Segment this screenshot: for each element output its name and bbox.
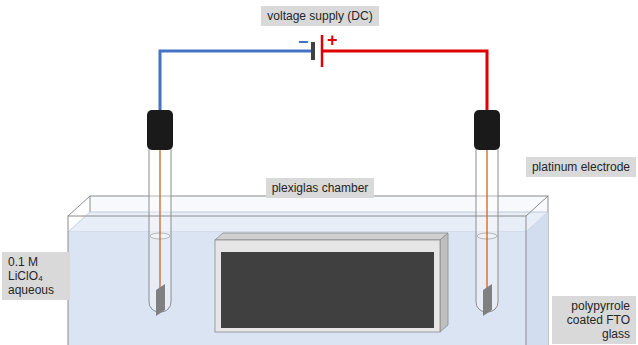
sample-label-box: polypyrrole coated FTO glass: [552, 296, 636, 344]
label-text: polypyrrole coated FTO glass: [558, 299, 630, 341]
negative-wire: [160, 51, 312, 110]
label-text: 0.1 M LiClO₄ aqueous: [8, 255, 64, 297]
chamber-label-box: plexiglas chamber: [266, 178, 375, 198]
label-text: voltage supply (DC): [267, 9, 372, 23]
left-electrode: [147, 110, 173, 316]
minus-sign: −: [298, 33, 309, 51]
electrode-label-box: platinum electrode: [526, 157, 636, 177]
label-text: plexiglas chamber: [272, 181, 369, 195]
chamber-front: [68, 196, 548, 345]
electrolyte-label-box: 0.1 M LiClO₄ aqueous: [2, 252, 70, 300]
positive-wire: [323, 51, 487, 110]
plus-sign: +: [327, 31, 338, 49]
label-text: platinum electrode: [532, 160, 630, 174]
battery-positive-plate: [321, 35, 324, 67]
right-electrode: [474, 110, 500, 316]
battery-negative-plate: [311, 42, 315, 60]
supply-label-box: voltage supply (DC): [261, 6, 378, 26]
coated-glass-slab: [215, 233, 448, 332]
